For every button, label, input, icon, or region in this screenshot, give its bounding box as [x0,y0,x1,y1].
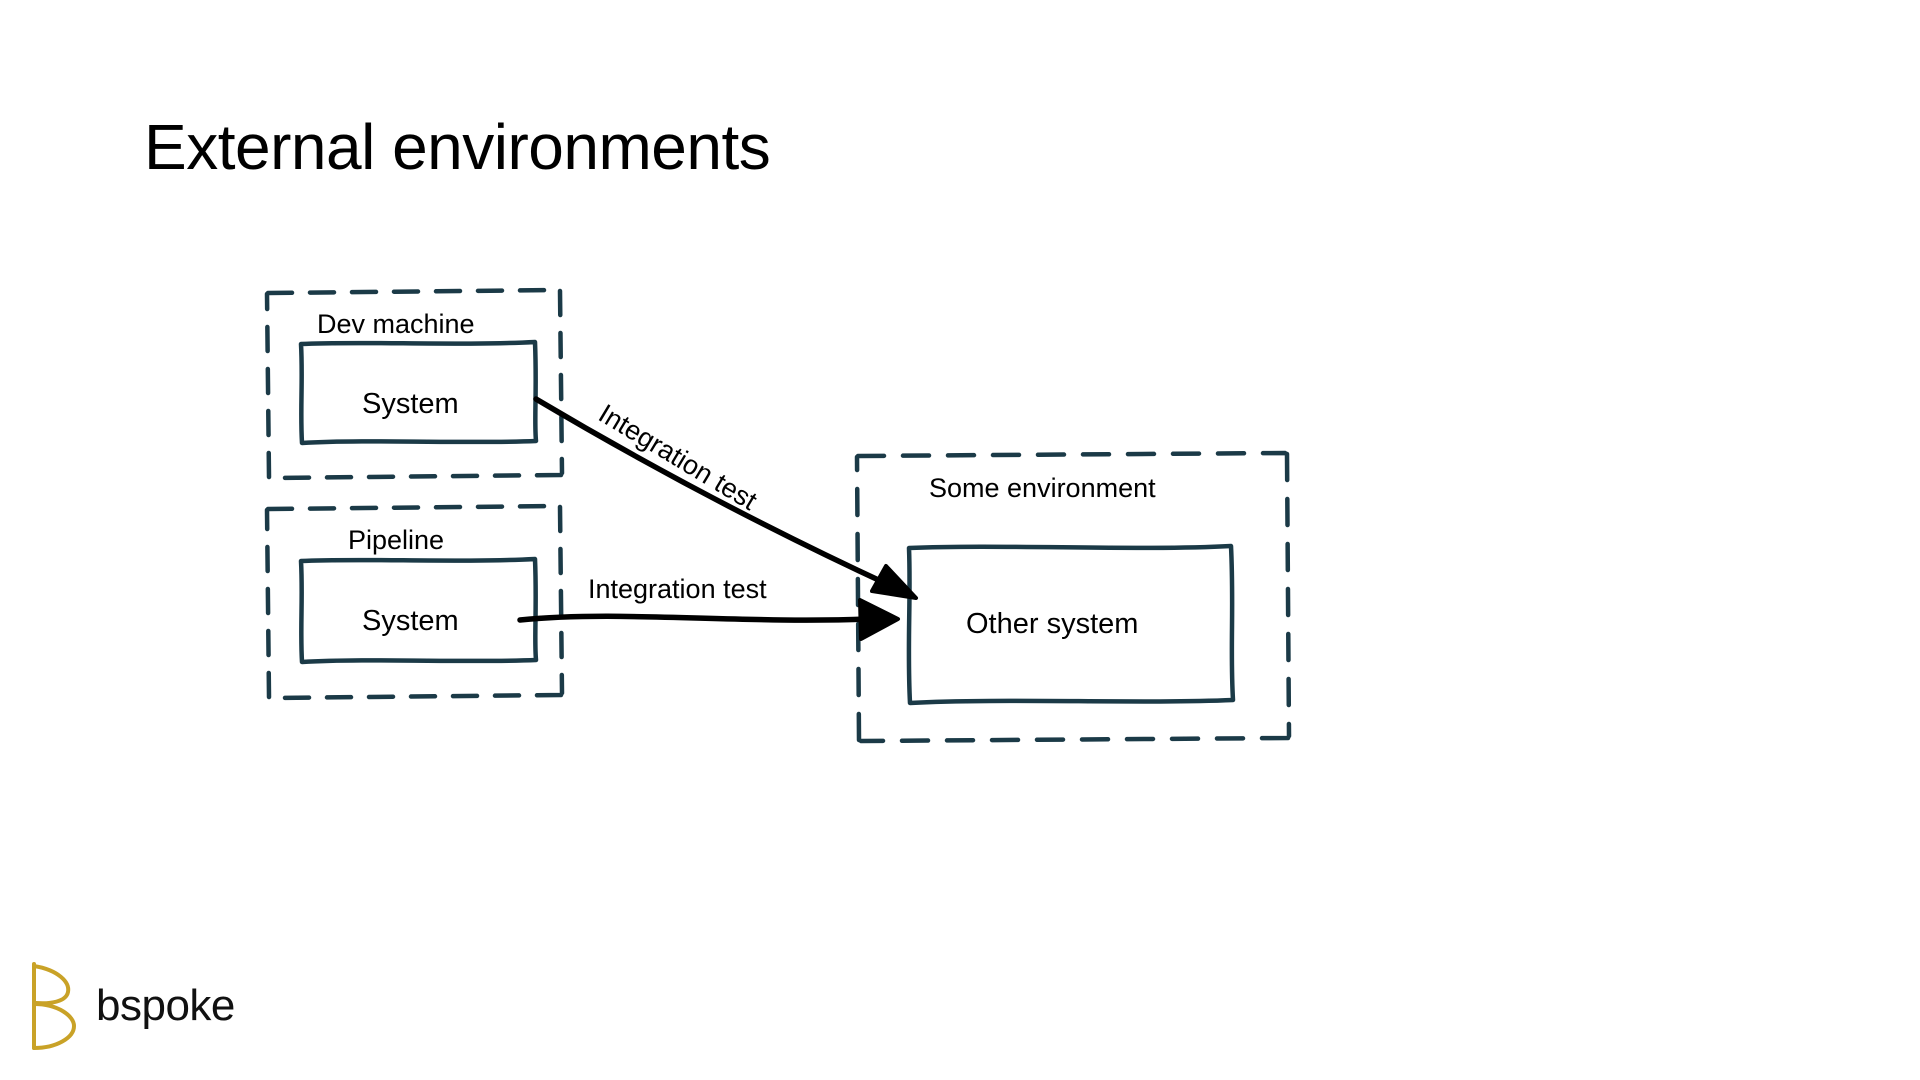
group-label-dev-machine: Dev machine [317,309,475,339]
group-some-environment [854,450,1292,744]
edge-pipeline-to-other-system [517,598,900,641]
edge-pipeline-to-other-arrowhead [858,598,900,641]
edge-dev-to-other-system [533,396,918,600]
system-dev-box [298,339,539,446]
group-label-pipeline: Pipeline [348,525,445,555]
group-pipeline [264,503,565,701]
brand-logo: bspoke [24,960,235,1052]
group-label-some-environment: Some environment [929,473,1156,503]
node-system-dev [298,339,539,446]
node-label-system-dev: System [362,388,459,420]
other-system-box [906,543,1236,706]
node-label-system-pipeline: System [362,605,459,637]
page-title: External environments [144,111,771,183]
edge-dev-to-other-line [533,396,903,593]
bspoke-logo-icon [24,960,82,1052]
node-other-system [906,543,1236,706]
node-system-pipeline [298,556,539,665]
pipeline-dashed-border [264,503,565,701]
some-environment-dashed-border [854,450,1292,744]
dev-machine-dashed-border [264,287,565,481]
node-label-other-system: Other system [966,608,1139,640]
edge-dev-to-other-arrowhead [870,564,918,600]
edge-pipeline-to-other-line [517,613,871,623]
group-dev-machine [264,287,565,481]
edge-label-pipeline-to-other: Integration test [588,574,767,604]
brand-wordmark: bspoke [96,981,235,1030]
system-pipeline-box [298,556,539,665]
